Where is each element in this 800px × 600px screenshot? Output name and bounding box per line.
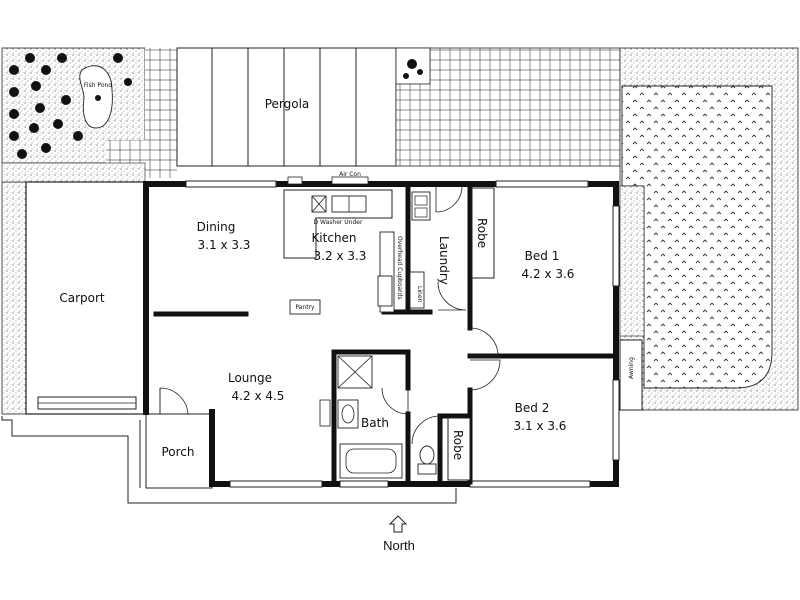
pergola-beams bbox=[211, 48, 357, 166]
pergola-label: Pergola bbox=[265, 97, 310, 111]
linen-cupboard bbox=[409, 271, 425, 309]
door-swings bbox=[159, 185, 501, 445]
toilet bbox=[417, 445, 437, 475]
wall-fitting bbox=[287, 176, 303, 185]
fish-pond-label: Fish Pond bbox=[84, 82, 112, 89]
air-con-label: Air Con bbox=[339, 171, 361, 178]
pantry bbox=[289, 299, 321, 315]
paved-strip-carport bbox=[1, 162, 146, 183]
awning-label: Awning bbox=[628, 357, 635, 379]
kitchen-size: 3.2 x 3.3 bbox=[314, 249, 367, 263]
air-con-unit bbox=[331, 176, 369, 185]
fish-pond-marker bbox=[95, 95, 101, 101]
garden-bed-west bbox=[1, 181, 27, 415]
lounge-size: 4.2 x 4.5 bbox=[232, 389, 285, 403]
fridge-space bbox=[377, 275, 393, 307]
porch-label: Porch bbox=[161, 445, 194, 459]
paved-area-north-east bbox=[395, 47, 621, 167]
heater-box bbox=[319, 399, 331, 427]
porch bbox=[145, 413, 213, 489]
laundry-label: Laundry bbox=[437, 236, 451, 285]
robe-2-label: Robe bbox=[451, 430, 465, 460]
overhead-label: Overhead Cupboards bbox=[396, 236, 403, 299]
awning bbox=[619, 339, 643, 411]
north-arrow-icon bbox=[388, 515, 408, 533]
robe-1 bbox=[471, 187, 495, 279]
lounge-label: Lounge bbox=[228, 371, 272, 385]
pantry-label: Pantry bbox=[295, 304, 315, 311]
bed2-size: 3.1 x 3.6 bbox=[514, 419, 567, 433]
bed2-label: Bed 2 bbox=[515, 401, 550, 415]
front-path-outline bbox=[1, 416, 457, 504]
porch-door-swing bbox=[159, 387, 189, 415]
planter-shrub bbox=[403, 59, 423, 79]
carport bbox=[25, 181, 147, 415]
robe-2 bbox=[447, 417, 471, 481]
dining-label: Dining bbox=[197, 220, 236, 234]
lawn-east bbox=[621, 85, 773, 389]
garden-bed-east-strip bbox=[619, 185, 645, 337]
linen-label: Linen bbox=[416, 286, 423, 303]
bed1-label: Bed 1 bbox=[525, 249, 560, 263]
bed1-size: 4.2 x 3.6 bbox=[522, 267, 575, 281]
paved-area-north-west bbox=[145, 48, 177, 178]
north-label: North bbox=[383, 538, 415, 553]
bath-label: Bath bbox=[361, 416, 389, 430]
washer-label: D Washer Under bbox=[314, 219, 363, 226]
windows bbox=[185, 180, 620, 488]
robe-1-label: Robe bbox=[475, 218, 489, 248]
dining-size: 3.1 x 3.3 bbox=[198, 238, 251, 252]
carport-label: Carport bbox=[59, 291, 105, 305]
kitchen-label: Kitchen bbox=[311, 231, 356, 245]
pergola bbox=[176, 47, 397, 167]
shrub-cluster bbox=[9, 53, 132, 159]
